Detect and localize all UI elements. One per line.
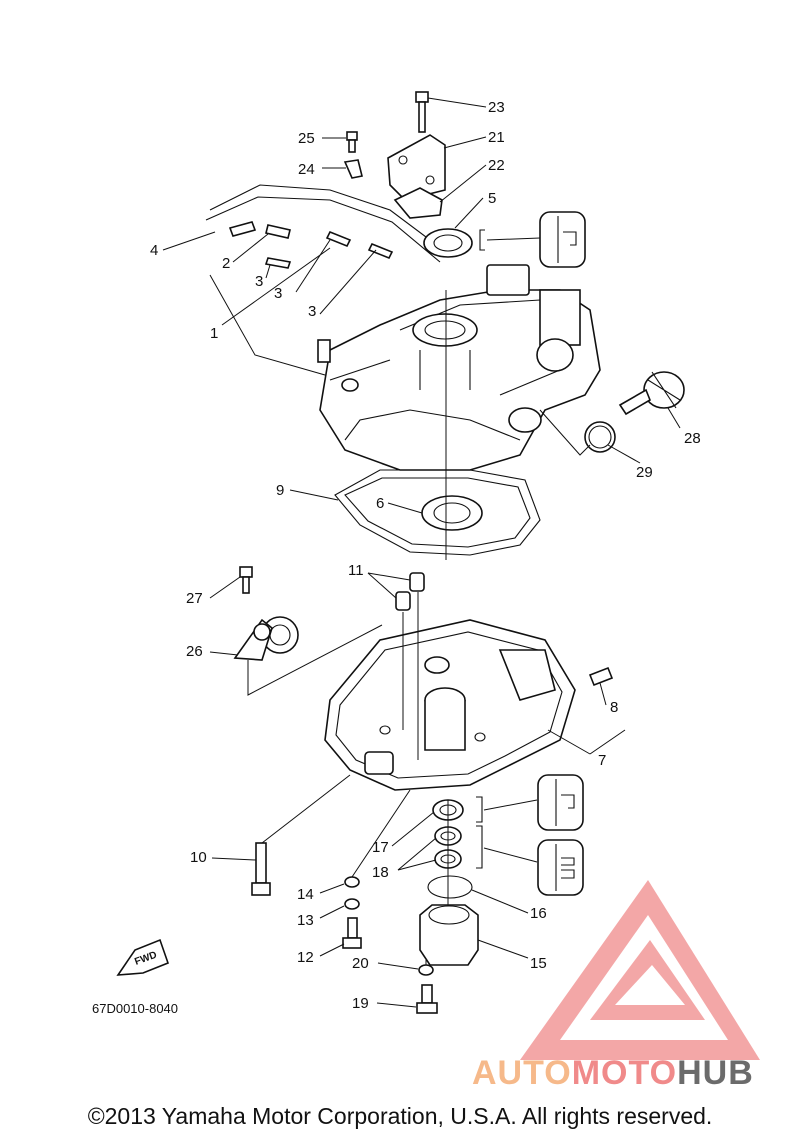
washer-14 [344,876,360,888]
logo-hub: HUB [677,1054,754,1092]
upper-crankcase [205,184,601,471]
figure-code: 67D0010-8040 [92,1001,178,1016]
bolt-19 [416,984,438,1014]
detail-inset-1 [539,211,586,268]
callout-9: 9 [276,482,284,499]
housing-15 [419,904,479,966]
fwd-arrow-icon: FWD [116,938,170,976]
callout-19: 19 [352,995,369,1012]
callout-3a: 3 [255,273,263,290]
cover-21 [387,134,446,219]
callout-13: 13 [297,912,314,929]
gear-26 [233,616,299,661]
callout-29: 29 [636,464,653,481]
dowel-pins [228,221,394,269]
automotohub-logo-text: AUTOMOTOHUB [472,1054,754,1093]
logo-moto: MOTO [571,1054,678,1092]
logo-auto: AUTO [472,1054,572,1092]
callout-28: 28 [684,430,701,447]
callout-12: 12 [297,949,314,966]
bolt-27 [239,566,253,594]
callout-3b: 3 [274,285,282,302]
callout-26: 26 [186,643,203,660]
leader-lines [162,97,681,1008]
screw-25 [343,131,363,179]
washer-20 [418,964,434,976]
drain-plug-28 [584,371,685,453]
lower-crankcase [324,619,576,791]
bolt-10 [251,842,271,896]
gasket-9 [334,469,541,556]
callout-5: 5 [488,190,496,207]
callout-14: 14 [297,886,314,903]
callout-2: 2 [222,255,230,272]
callout-3c: 3 [308,303,316,320]
callout-17: 17 [372,839,389,856]
callout-25: 25 [298,130,315,147]
o-ring-16 [427,875,473,899]
callout-7: 7 [598,752,606,769]
callout-20: 20 [352,955,369,972]
oil-seals-18 [434,825,538,869]
oil-seal-17 [432,796,538,823]
callout-16: 16 [530,905,547,922]
callout-22: 22 [488,157,505,174]
callout-labels: 1 2 3 3 3 4 5 6 7 8 9 10 11 12 13 14 15 … [150,99,701,1012]
bolt-23 [415,91,429,133]
callout-4: 4 [150,242,158,259]
washer-13 [344,898,360,910]
automotohub-logo-mark [520,880,760,1060]
detail-inset-2 [537,774,584,831]
callout-18: 18 [372,864,389,881]
callout-6: 6 [376,495,384,512]
callout-10: 10 [190,849,207,866]
callout-1: 1 [210,325,218,342]
oil-seal-5 [423,228,541,258]
bearing-6 [421,495,483,531]
callout-11: 11 [348,562,364,579]
bolt-8 [588,666,614,687]
callout-21: 21 [488,129,505,146]
callout-27: 27 [186,590,203,607]
dowels-11 [395,572,425,611]
detail-inset-3 [537,839,584,896]
callout-24: 24 [298,161,315,178]
callout-15: 15 [530,955,547,972]
callout-8: 8 [610,699,618,716]
screw-12 [342,917,362,949]
callout-23: 23 [488,99,505,116]
copyright-notice: ©2013 Yamaha Motor Corporation, U.S.A. A… [87,1103,713,1129]
